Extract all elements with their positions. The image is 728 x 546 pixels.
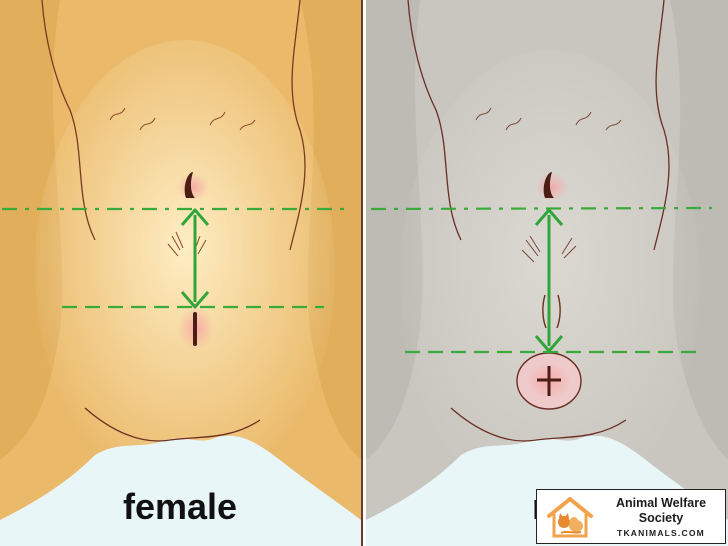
female-panel — [0, 0, 361, 546]
female-snow — [0, 435, 361, 546]
male-panel — [366, 0, 728, 546]
female-fur-outline-right — [289, 0, 306, 251]
male-fur-outline-right — [653, 0, 670, 251]
female-navel — [184, 172, 195, 198]
panel-gap — [363, 0, 366, 546]
female-navel-glow — [177, 173, 209, 201]
female-belly-highlight — [35, 40, 335, 500]
panel-divider — [361, 0, 363, 546]
female-caption: female — [122, 486, 238, 527]
male-navel — [543, 172, 554, 198]
male-upper-guide-line — [370, 206, 713, 211]
watermark-url: TKANIMALS.COM — [617, 528, 705, 538]
male-fur-outline-left — [407, 0, 462, 241]
male-sheath — [542, 294, 561, 329]
female-hair-tuft — [167, 231, 207, 257]
female-distance-arrow — [180, 208, 210, 309]
watermark-badge: Animal Welfare Society TKANIMALS.COM — [536, 489, 726, 544]
female-genital-slit — [193, 312, 197, 346]
female-fur-outline-left — [41, 0, 96, 241]
watermark-title: Animal Welfare Society — [615, 496, 707, 525]
male-fur-strokes — [475, 107, 622, 131]
female-body-bottom-outline — [84, 407, 261, 442]
male-body-bottom-outline — [450, 407, 627, 442]
male-hair-tuft — [521, 235, 577, 263]
female-fur-strokes — [109, 107, 256, 131]
male-navel-glow — [536, 173, 568, 201]
male-distance-arrow — [534, 208, 564, 353]
house-pets-logo-icon — [547, 497, 593, 538]
